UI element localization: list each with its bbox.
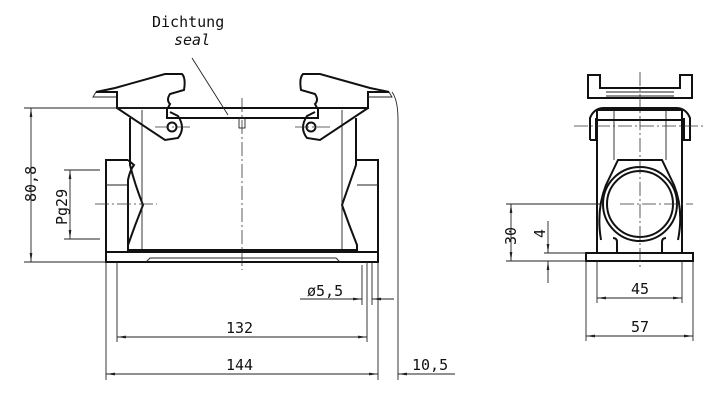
dim-hole-diameter: ø5,5 — [307, 282, 343, 300]
side-base-plate — [585, 252, 694, 262]
seal-label-de: Dichtung — [152, 13, 224, 31]
dim-length: 144 — [226, 356, 253, 374]
dim-side-width: 57 — [631, 318, 649, 336]
dim-side-hole-spacing: 45 — [631, 280, 649, 298]
dim-center-height: 30 — [502, 227, 520, 245]
left-lever — [95, 73, 186, 109]
dim-hole-spacing: 132 — [226, 319, 253, 337]
side-view — [574, 72, 706, 270]
seal-leader — [191, 57, 229, 116]
side-lever-top — [587, 74, 693, 99]
dim-thread: Pg29 — [53, 189, 71, 225]
seal-label-en: seal — [174, 31, 210, 49]
lid — [166, 107, 319, 119]
dim-overhang: 10,5 — [412, 356, 448, 374]
front-flanges — [105, 159, 379, 252]
right-lever — [299, 73, 390, 109]
dim-base-thickness: 4 — [531, 229, 549, 238]
front-view — [92, 73, 399, 380]
dim-height: 80,8 — [22, 166, 40, 202]
side-dimensions: 30 4 45 57 — [502, 203, 694, 341]
front-dimensions: 80,8 Pg29 ø5,5 132 144 10,5 — [22, 107, 455, 380]
